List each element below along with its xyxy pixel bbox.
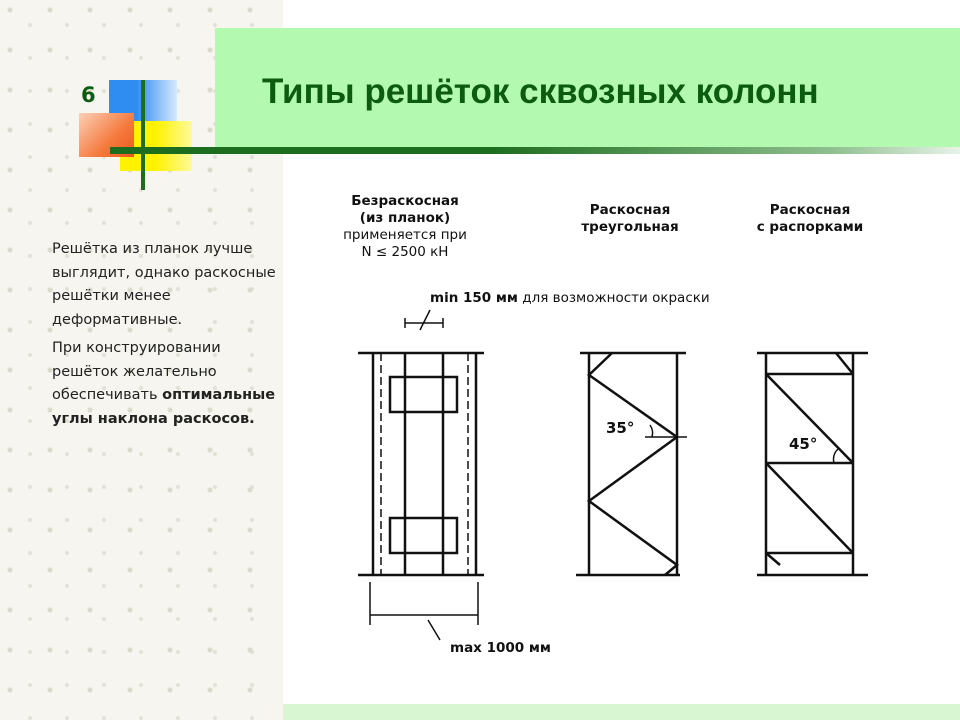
min-dim-note: для возможности окраски [522, 290, 710, 306]
slide-title: Типы решёток сквозных колонн [262, 72, 819, 111]
batten-title: Безраскосная [351, 193, 459, 209]
strut-lattice-drawing [757, 351, 868, 577]
max-dimension: max 1000 мм [450, 640, 551, 656]
side-paragraph-2-text: При конструировании решёток желательно о… [52, 340, 221, 403]
slide-number: 6 [81, 83, 96, 107]
side-paragraph-1: Решётка из планок лучше выглядит, однако… [52, 241, 276, 328]
title-underline [110, 147, 960, 154]
title-band [215, 28, 960, 150]
batten-label: Безраскосная (из планок) применяется при… [330, 193, 480, 261]
triangular-line1: Раскосная [589, 202, 671, 218]
min-dimension: min 150 мм для возможности окраски [430, 290, 710, 307]
strut-label: Раскосная с распорками [740, 202, 880, 236]
triangular-lattice-drawing [576, 351, 687, 577]
batten-note1: применяется при [343, 227, 467, 243]
side-text: Решётка из планок лучше выглядит, однако… [52, 238, 277, 436]
min-dim-value: min 150 мм [430, 290, 518, 306]
strut-line2: с распорками [756, 219, 864, 235]
side-paragraph-2: При конструировании решёток желательно о… [52, 337, 277, 431]
triangular-line2: треугольная [581, 219, 679, 235]
side-paragraph-2-bold: оптимальные углы наклона раскосов. [52, 387, 276, 427]
strut-line1: Раскосная [769, 202, 851, 218]
batten-subtitle: (из планок) [359, 210, 451, 226]
logo-vertical-line [141, 80, 145, 190]
bottom-strip [283, 704, 960, 720]
batten-column-drawing [358, 309, 484, 641]
triangular-label: Раскосная треугольная [560, 202, 700, 236]
batten-note2: N ≤ 2500 кН [361, 244, 449, 260]
angle-45-label: 45° [789, 435, 818, 453]
angle-35-label: 35° [606, 419, 635, 437]
